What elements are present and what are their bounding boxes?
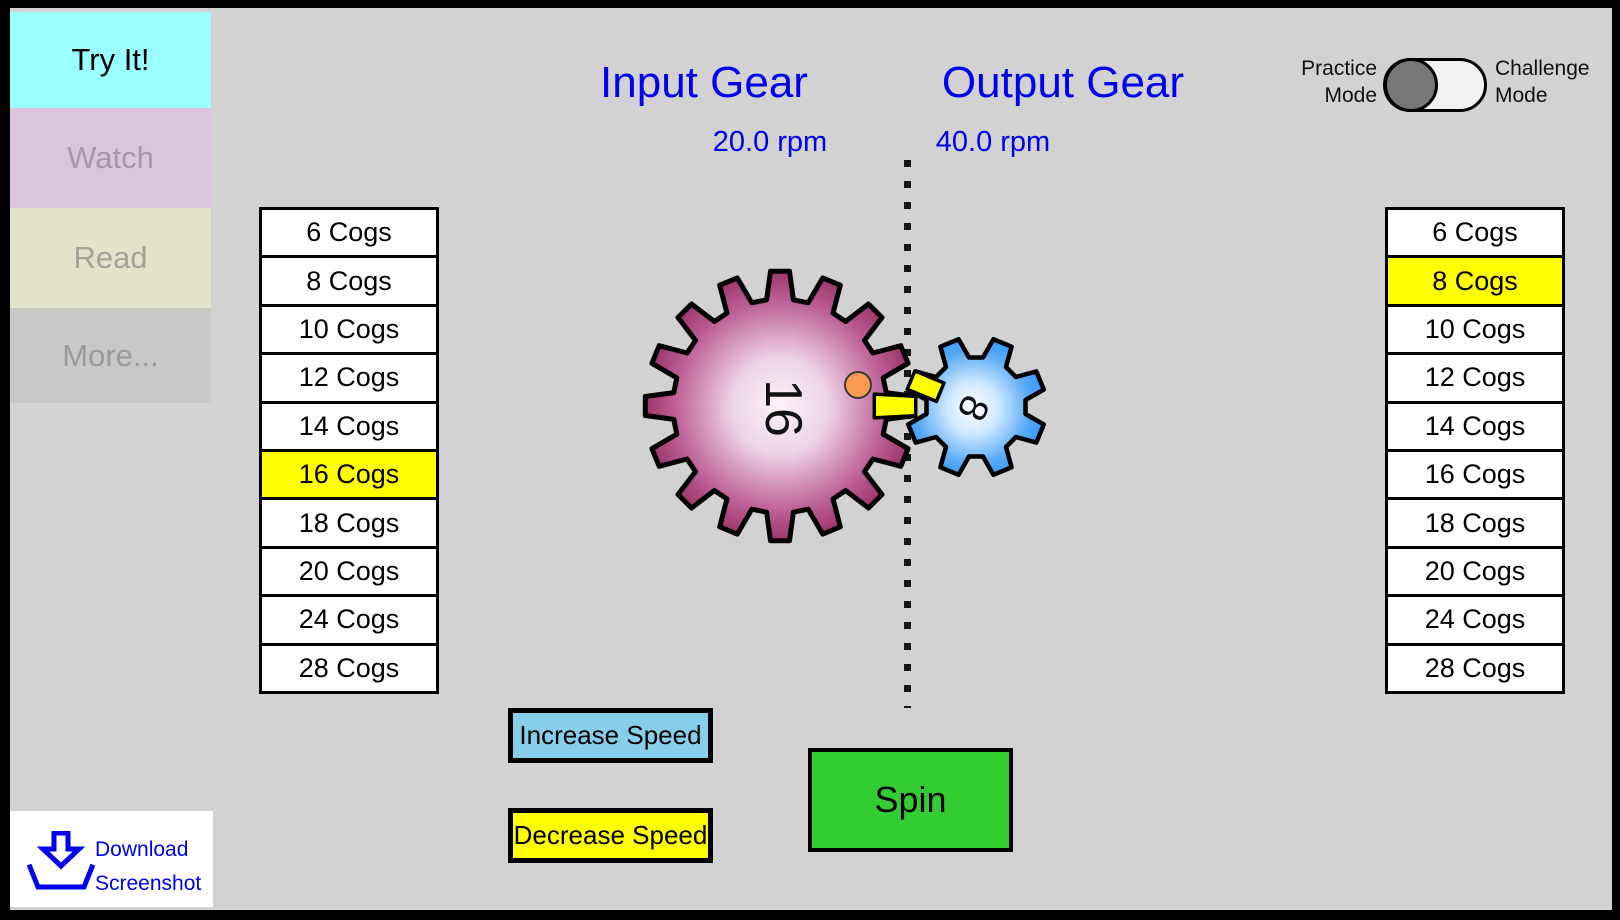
challenge-mode-line2: Mode bbox=[1495, 84, 1548, 107]
input-gear-marker-tooth bbox=[872, 392, 918, 420]
tab-try-it[interactable]: Try It! bbox=[10, 12, 211, 108]
cog-option-28-cogs[interactable]: 28 Cogs bbox=[262, 645, 436, 691]
download-label-line2: Screenshot bbox=[95, 872, 202, 895]
practice-mode-line1: Practice bbox=[1301, 57, 1377, 80]
input-rpm-value: 20.0 rpm bbox=[712, 126, 828, 158]
cog-option-14-cogs[interactable]: 14 Cogs bbox=[1388, 403, 1562, 452]
cog-option-18-cogs[interactable]: 18 Cogs bbox=[262, 500, 436, 549]
cog-option-24-cogs[interactable]: 24 Cogs bbox=[262, 597, 436, 646]
main-screen: Try It! Watch Read More... Input Gear Ou… bbox=[10, 8, 1612, 910]
cog-option-16-cogs[interactable]: 16 Cogs bbox=[262, 451, 436, 501]
cog-option-10-cogs[interactable]: 10 Cogs bbox=[262, 306, 436, 356]
cog-option-16-cogs[interactable]: 16 Cogs bbox=[1388, 451, 1562, 501]
download-label-line1: Download bbox=[95, 838, 189, 861]
download-screenshot-button[interactable]: Download Screenshot bbox=[10, 811, 213, 907]
cog-option-18-cogs[interactable]: 18 Cogs bbox=[1388, 500, 1562, 549]
spin-button[interactable]: Spin bbox=[808, 748, 1013, 852]
cog-option-8-cogs[interactable]: 8 Cogs bbox=[262, 258, 436, 307]
gear-canvas: 16 8 bbox=[642, 268, 1047, 544]
cog-option-6-cogs[interactable]: 6 Cogs bbox=[262, 210, 436, 259]
cog-option-8-cogs[interactable]: 8 Cogs bbox=[1388, 258, 1562, 307]
cog-option-6-cogs[interactable]: 6 Cogs bbox=[1388, 210, 1562, 259]
practice-mode-label: Practice Mode bbox=[1257, 55, 1377, 109]
input-gear-teeth-label: 16 bbox=[754, 379, 812, 437]
challenge-mode-label: Challenge Mode bbox=[1495, 55, 1590, 109]
output-gear-marker-tooth bbox=[905, 369, 946, 404]
cog-option-12-cogs[interactable]: 12 Cogs bbox=[1388, 355, 1562, 404]
cog-option-24-cogs[interactable]: 24 Cogs bbox=[1388, 597, 1562, 646]
cog-option-10-cogs[interactable]: 10 Cogs bbox=[1388, 306, 1562, 356]
decrease-speed-button[interactable]: Decrease Speed bbox=[508, 808, 713, 863]
input-gear-title: Input Gear bbox=[600, 58, 808, 107]
tab-more[interactable]: More... bbox=[10, 308, 211, 403]
mode-toggle-switch[interactable] bbox=[1383, 58, 1487, 112]
tab-watch[interactable]: Watch bbox=[10, 108, 211, 208]
cog-option-20-cogs[interactable]: 20 Cogs bbox=[1388, 548, 1562, 598]
tab-read[interactable]: Read bbox=[10, 208, 211, 308]
output-rpm-value: 40.0 rpm bbox=[935, 126, 1051, 158]
output-gear-shape[interactable] bbox=[905, 336, 1047, 478]
cog-option-28-cogs[interactable]: 28 Cogs bbox=[1388, 645, 1562, 691]
input-gear-shape[interactable] bbox=[642, 268, 918, 544]
practice-mode-line2: Mode bbox=[1324, 84, 1377, 107]
increase-speed-button[interactable]: Increase Speed bbox=[508, 708, 713, 763]
download-icon bbox=[26, 831, 96, 890]
mode-toggle-knob[interactable] bbox=[1384, 58, 1438, 112]
cog-option-12-cogs[interactable]: 12 Cogs bbox=[262, 355, 436, 404]
input-gear-orange-dot bbox=[844, 371, 872, 399]
gear-mesh-divider-line bbox=[904, 160, 911, 708]
cog-option-20-cogs[interactable]: 20 Cogs bbox=[262, 548, 436, 598]
challenge-mode-line1: Challenge bbox=[1495, 57, 1590, 80]
output-gear-title: Output Gear bbox=[941, 58, 1185, 107]
cog-option-14-cogs[interactable]: 14 Cogs bbox=[262, 403, 436, 452]
